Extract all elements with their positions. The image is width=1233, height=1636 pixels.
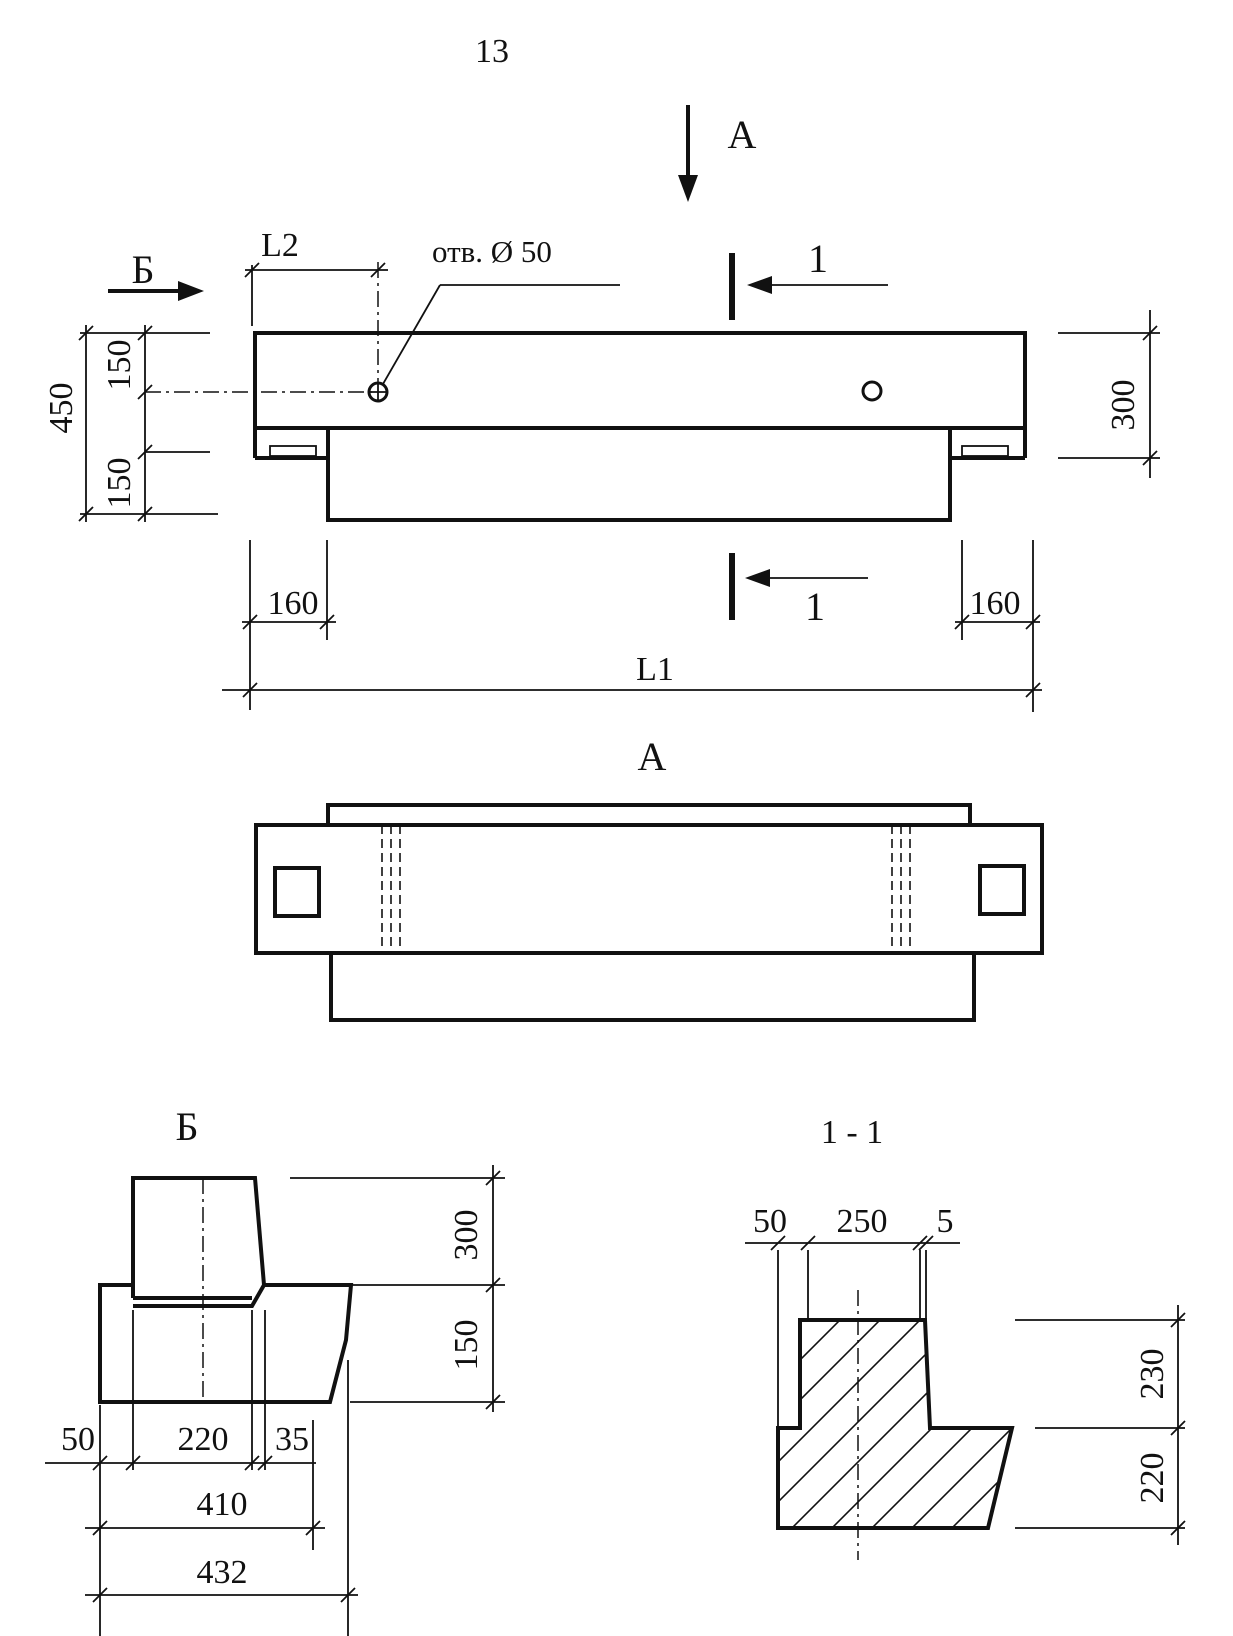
section-outline [776,1318,1015,1530]
dim-length-l1: L1 [636,651,674,688]
view-b-dim-410: 410 [197,1486,248,1523]
view-b-lower-block [98,1283,354,1404]
section-mark-bottom: 1 [729,553,868,629]
dim-left-heights: 450 150 150 [43,325,218,522]
view-b-arrow: Б [108,247,204,301]
hole-note: отв. Ø 50 [432,234,552,269]
view-a: А [254,734,1044,1022]
main-upper-block [253,331,1027,430]
dim-l2: L2 [244,227,388,326]
view-a-top-strip [326,803,972,827]
left-pocket [269,445,317,457]
view-b-dim-150: 150 [448,1320,485,1371]
section-mark-top-label: 1 [808,236,828,281]
view-b: Б 50 220 35 410 432 [45,1104,505,1636]
view-b-title: Б [176,1104,199,1149]
view-a-left-pocket [273,866,321,918]
dim-height-top: 150 [101,340,138,391]
view-b-dim-50: 50 [61,1421,95,1458]
dim-l2-label: L2 [261,227,299,264]
view-a-arrow-label: А [728,112,757,157]
dim-right-height: 300 [1058,310,1160,478]
section-dim-220: 220 [1134,1453,1171,1504]
section-dim-230: 230 [1134,1349,1171,1400]
main-lower-block [326,426,952,522]
view-b-arrow-label: Б [132,247,155,292]
hole-right-icon [861,380,883,402]
section-mark-bottom-label: 1 [805,584,825,629]
section-dim-250: 250 [837,1203,888,1240]
section-mark-top: 1 [729,236,888,320]
view-b-upper-block [131,1176,267,1308]
view-b-dim-35: 35 [275,1421,309,1458]
section-dim-5: 5 [937,1203,954,1240]
section-title: 1 - 1 [821,1114,883,1151]
right-pocket [961,445,1009,457]
view-b-dim-220: 220 [178,1421,229,1458]
dim-bottom: 160 160 L1 [222,540,1042,712]
dim-end-right: 160 [970,585,1021,622]
view-a-arrow: А [678,105,757,202]
view-a-right-pocket [978,864,1026,916]
view-b-dim-432: 432 [197,1554,248,1591]
section-hatch [778,1320,1012,1528]
dim-end-left: 160 [268,585,319,622]
dim-height-total: 450 [43,383,80,434]
section-dim-50: 50 [753,1203,787,1240]
dim-height-bottom: 150 [101,458,138,509]
section-1-1: 1 - 1 50 250 5 [745,1114,1186,1560]
view-a-title: А [638,734,667,779]
main-view: А Б 1 1 [43,105,1160,712]
view-a-main-block [254,823,1044,955]
dim-height-right: 300 [1105,380,1142,431]
view-a-bottom-strip [329,951,976,1022]
view-b-dim-300: 300 [448,1210,485,1261]
page-number: 13 [475,33,509,70]
